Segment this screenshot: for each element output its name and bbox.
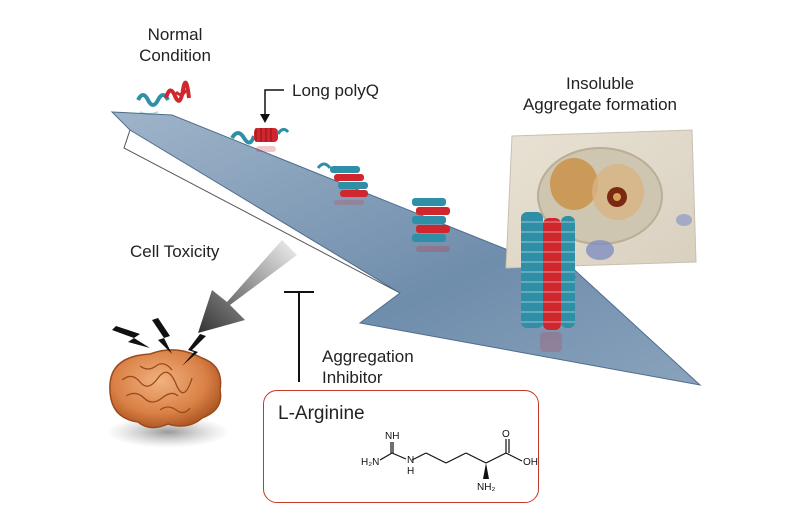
- aggregation-inhibitor-label: Aggregation Inhibitor: [322, 346, 414, 388]
- long-polyq-label: Long polyQ: [292, 81, 379, 100]
- arginine-structure: NH H₂N N H O OH NH₂: [361, 429, 538, 493]
- brain-icon: [106, 349, 230, 448]
- aggregation-line1: Aggregation: [322, 347, 414, 366]
- normal-condition-line2: Condition: [139, 46, 211, 65]
- chem-h2n: H₂N: [361, 457, 379, 468]
- toxicity-arrow: [198, 240, 297, 333]
- polyq-pointer-arrow: [260, 89, 284, 123]
- insoluble-line2: Aggregate formation: [522, 95, 678, 114]
- chem-oh: OH: [523, 457, 538, 468]
- inhibitor-name: L-Arginine: [278, 403, 365, 424]
- chem-n: N: [407, 455, 414, 466]
- normal-condition-line1: Normal: [147, 25, 203, 44]
- normal-condition-label: Normal Condition: [130, 24, 220, 66]
- inhibition-symbol: [284, 291, 314, 382]
- chem-h: H: [407, 466, 414, 477]
- chem-o: O: [502, 429, 510, 440]
- lightning-bolt-icons: [112, 318, 206, 366]
- oligomer-icon: [316, 162, 368, 205]
- large-oligomer-icon: [412, 198, 450, 252]
- cell-toxicity-label: Cell Toxicity: [130, 242, 220, 261]
- normal-protein-icon: [136, 80, 191, 115]
- chem-nh: NH: [385, 431, 399, 442]
- polyq-protein-icon: [230, 127, 290, 152]
- aggregation-line2: Inhibitor: [322, 368, 383, 387]
- inhibitor-box: L-Arginine NH H₂N N H O OH NH₂: [263, 390, 539, 503]
- chem-nh2: NH₂: [477, 482, 495, 493]
- insoluble-line1: Insoluble: [565, 74, 635, 93]
- insoluble-aggregate-label: Insoluble Aggregate formation: [495, 73, 705, 115]
- amyloid-fibril-icon: [521, 212, 575, 352]
